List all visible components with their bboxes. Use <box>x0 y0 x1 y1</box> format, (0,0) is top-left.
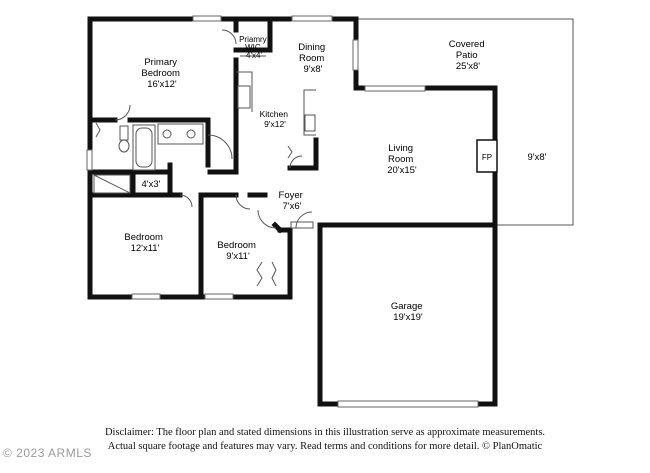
walls <box>87 16 498 407</box>
fixtures <box>93 29 316 287</box>
room-labels: Primary Bedroom 16'x12' Priamry WIC 4'x4… <box>124 35 546 323</box>
patio-side-label: 9'x8' <box>528 152 547 163</box>
fireplace <box>476 139 498 173</box>
windows <box>86 15 479 408</box>
copyright-watermark: © 2023 ARMLS <box>3 446 92 460</box>
disclaimer-line-2: Actual square footage and features may v… <box>107 441 543 452</box>
dining-room-label: Dining Room 9'x8' <box>298 42 328 75</box>
bedroom-3-label: Bedroom 9'x11' <box>217 240 258 262</box>
covered-patio-label: Covered Patio 25'x8' <box>449 39 488 72</box>
garage-label: Garage 19'x19' <box>391 301 425 323</box>
kitchen-label: Kitchen 9'x12' <box>260 109 291 129</box>
bedroom-2-label: Bedroom 12'x11' <box>124 232 165 254</box>
closet-label: 4'x3' <box>142 179 161 190</box>
primary-wic-label: Priamry WIC 4'x4' <box>239 35 269 60</box>
foyer-label: Foyer 7'x6' <box>279 190 306 212</box>
covered-patio-outline <box>357 18 574 226</box>
disclaimer-line-1: Disclaimer: The floor plan and stated di… <box>104 427 546 438</box>
fireplace-label: FP <box>482 153 492 162</box>
living-room-label: Living Room 20'x15' <box>387 143 417 176</box>
primary-bedroom-label: Primary Bedroom 16'x12' <box>141 57 182 90</box>
